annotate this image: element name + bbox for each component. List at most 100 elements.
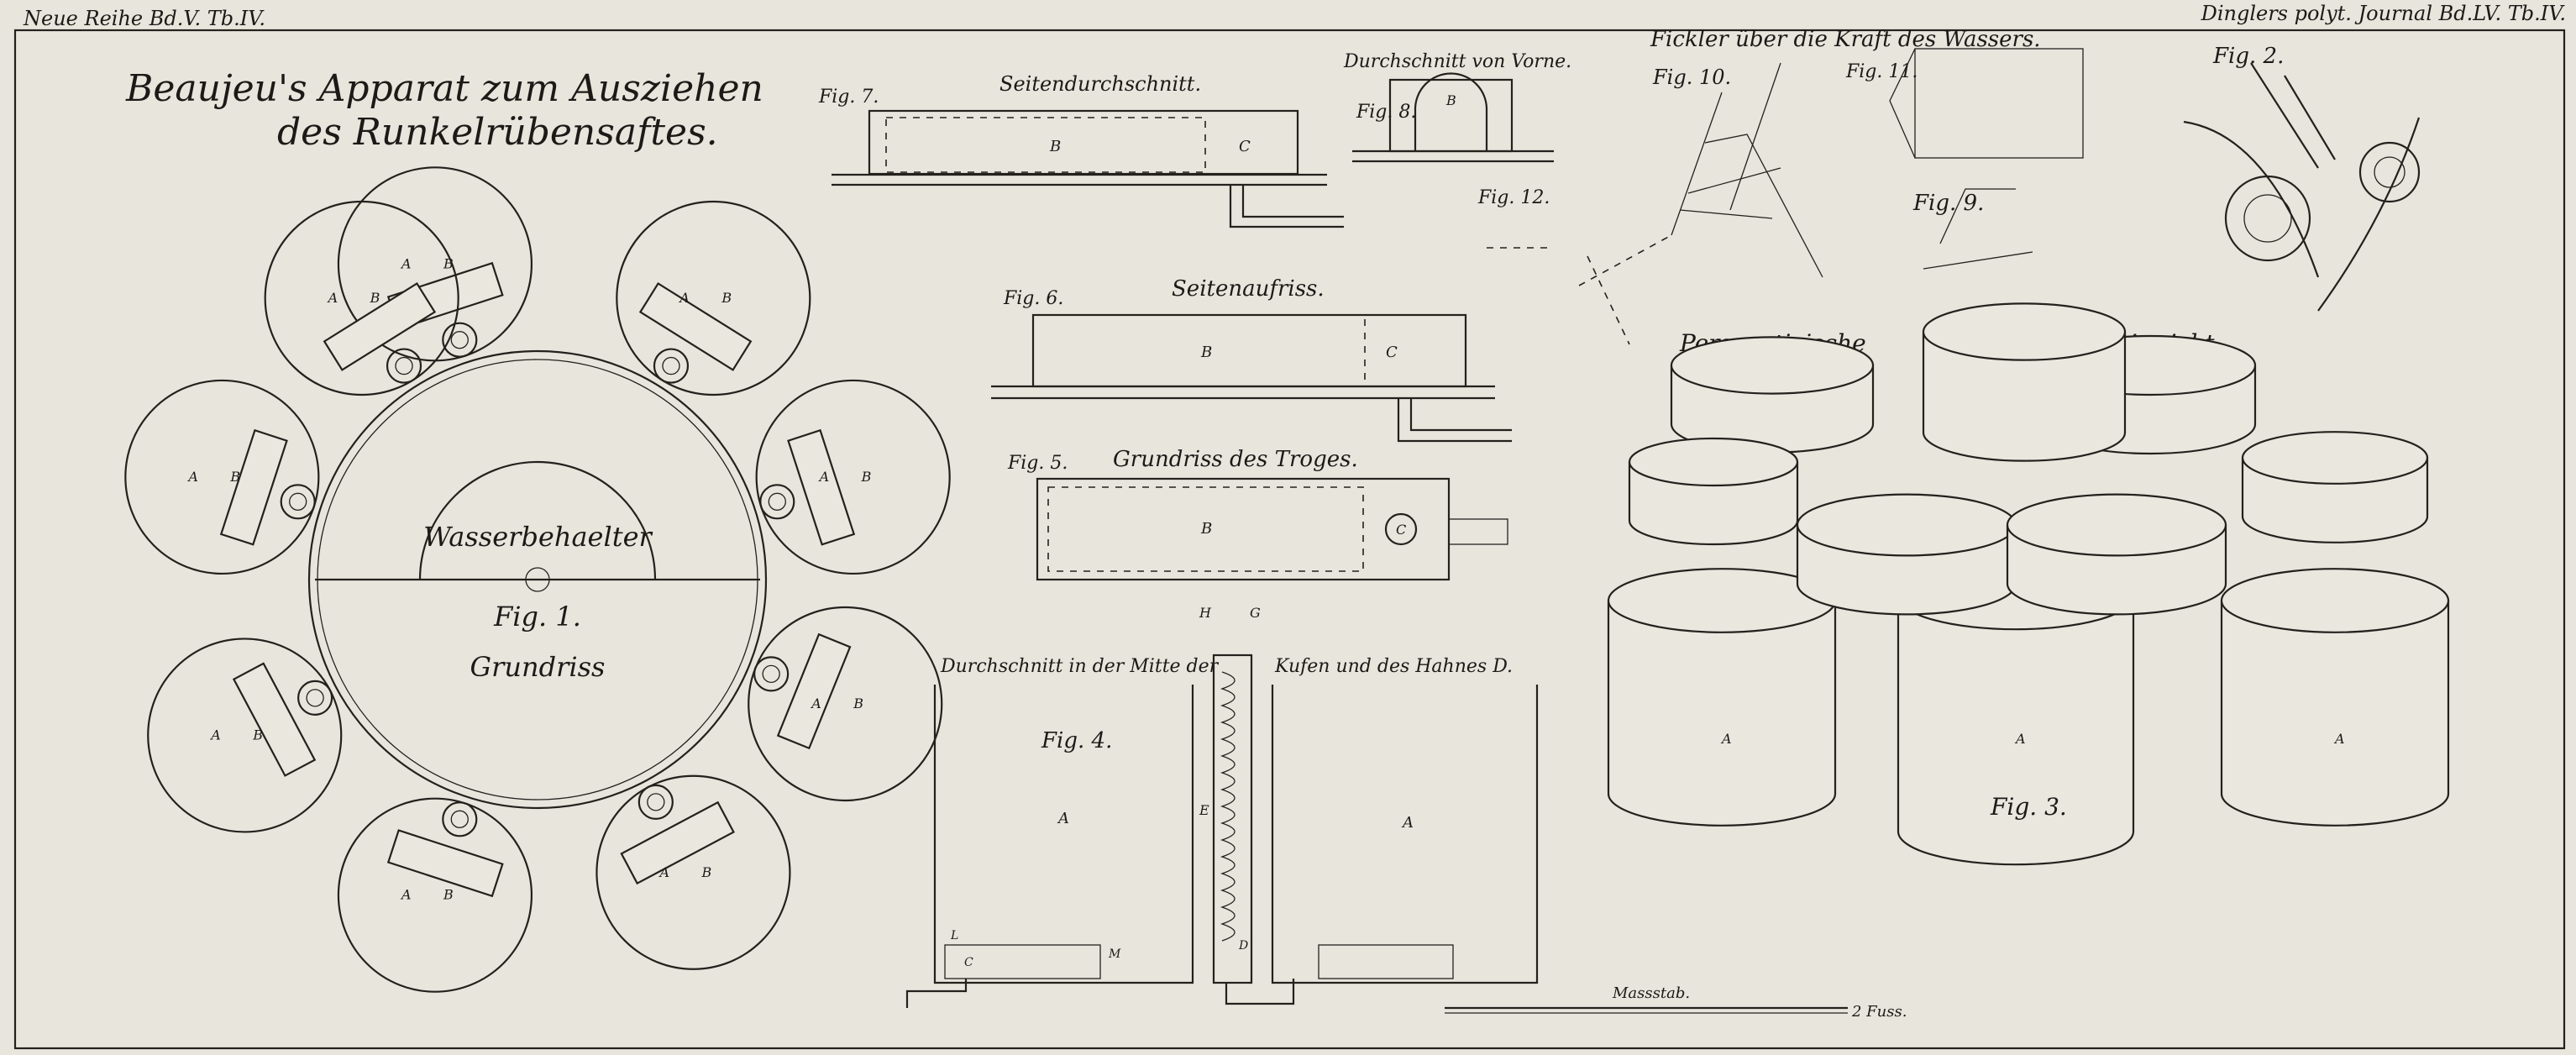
fig4-m: M [1108,947,1121,961]
fig3-number: Fig. 3. [1990,793,2067,821]
fig5-number: Fig. 5. [1007,453,1068,474]
vat-label-b: B [443,887,454,903]
fig4-c: C [964,956,973,969]
valve-icon [653,348,690,384]
fig7-c: C [1239,138,1251,155]
fig3-vat [2220,568,2450,827]
valve-icon [442,322,478,358]
fig4-number: Fig. 4. [1041,728,1112,753]
vat-label-b: B [721,290,732,306]
fig7-number: Fig. 7. [818,87,879,108]
fig12-number: Fig. 12. [1477,187,1550,208]
fig8-caption: Durchschnitt von Vorne. [1343,51,1571,72]
fig4-caption-left: Durchschnitt in der Mitte der [940,656,1220,677]
title-line1: Beaujeu's Apparat zum Ausziehen [125,67,763,110]
fig4-h: H [1199,605,1212,621]
fig1-number: Fig. 1. [493,601,581,632]
vat-label-a: A [186,469,198,485]
fig3-vat [1922,302,2127,462]
fig6-number: Fig. 6. [1003,288,1063,309]
vat-label-b: B [370,290,380,306]
valve-icon [637,784,674,820]
fig3-vat [2241,431,2429,543]
fig6-caption: Seitenaufriss. [1172,276,1325,302]
fig4-g: G [1250,605,1261,621]
fig5-c: C [1396,522,1406,538]
fig7-caption: Seitendurchschnitt. [999,72,1201,96]
valve-icon [386,348,422,384]
fig8-front-section: Durchschnitt von Vorne. Fig. 8. B [1343,51,1571,163]
fig2-number: Fig. 2. [2212,44,2284,69]
fig3-vat [2006,493,2227,616]
fig1-caption: Grundriss [470,651,606,683]
fig10-number: Fig. 10. [1652,66,1731,89]
fig4-l: L [950,929,958,942]
scale-bar: Massstab. 2 Fuss. [1445,984,1907,1021]
vat-label-a: A [209,727,221,743]
scale-label: Massstab. [1612,984,1690,1002]
fig7-b: B [1049,138,1061,155]
fig5-trough-plan: Fig. 5. Grundriss des Troges. B C [1007,447,1508,581]
valve-icon [442,801,478,837]
fig6-side-elevation: Fig. 6. Seitenaufriss. B C [991,276,1512,443]
fig5-b: B [1200,520,1212,538]
vat-label-a: A [678,290,690,306]
fig11-number: Fig. 11. [1845,61,1918,82]
fickler-figures: Fickler über die Kraft des Wassers. Fig.… [1477,27,2421,345]
vat-label-a: A [400,255,412,271]
fig8-number: Fig. 8. [1356,102,1416,123]
plate-border [13,29,2566,1050]
vat-label-a: A [658,864,669,880]
vat-label-a: A [818,469,830,485]
fig4-d: D [1238,939,1248,953]
valve-icon [280,484,316,520]
fig5-caption: Grundriss des Troges. [1113,447,1358,472]
fig4-e: E [1199,802,1209,818]
fig6-b: B [1200,344,1212,361]
vat-label-b: B [252,727,263,743]
vat-label-a: A [810,695,821,711]
fig3-vat [1670,336,1875,454]
fig8-b: B [1445,92,1456,108]
fig3-vat-label: A [1720,731,1732,747]
vat-label-a: A [400,887,412,903]
fig3-vat-label: A [2014,731,2026,747]
vat-label-b: B [229,469,240,485]
fig3-vat [1628,437,1799,546]
central-water-tank [307,349,768,810]
header-right: Dinglers polyt. Journal Bd.LV. Tb.IV. [2201,2,2566,25]
fig4-caption-right: Kufen und des Hahnes D. [1274,656,1513,677]
fig9-number: Fig. 9. [1912,191,1984,216]
scale-unit: 2 Fuss. [1851,1003,1907,1021]
valve-icon [297,680,333,716]
fig4-center-section: Durchschnitt in der Mitte der Kufen und … [905,605,1539,1008]
vat-label-b: B [853,695,863,711]
center-hub [525,567,550,592]
fig4-a-right: A [1401,814,1414,832]
header-left: Neue Reihe Bd.V. Tb.IV. [23,7,265,30]
fig6-c: C [1386,344,1398,361]
vat-label-b: B [861,469,872,485]
fig3-vat [1607,568,1837,827]
fig4-a-left: A [1057,810,1069,827]
valve-icon [753,656,790,692]
vat-label-a: A [327,290,338,306]
water-tank-label: Wasserbehaelter [423,521,653,553]
valve-icon [759,484,795,520]
fig3-vat-label: A [2333,731,2345,747]
water-container-arc [418,460,657,580]
fickler-title: Fickler über die Kraft des Wassers. [1650,27,2041,52]
fig3-vat [1796,493,2017,616]
